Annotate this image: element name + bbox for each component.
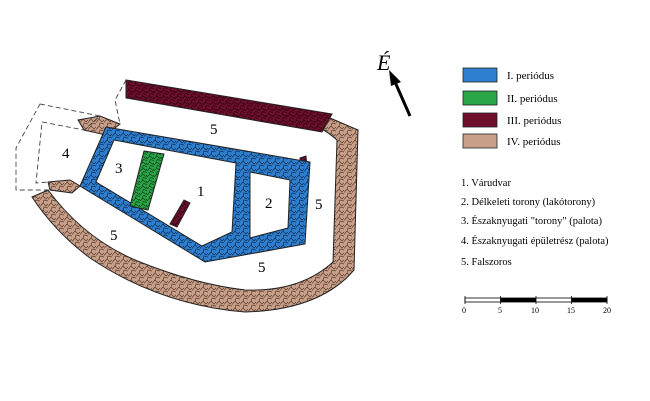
scale-bar-segment-2 (571, 298, 607, 302)
legend-label-1: I. periódus (507, 70, 554, 82)
area-label-2: 2 (265, 196, 273, 212)
legend-swatch-1 (462, 67, 498, 83)
area-label-5-north: 5 (210, 122, 218, 138)
scale-label-10: 10 (531, 306, 539, 315)
legend-swatch-4 (462, 133, 498, 149)
scale-label-0: 0 (462, 306, 466, 315)
key-item-1: 1. Várudvar (461, 178, 511, 189)
key-item-4: 4. Északnyugati épületrész (palota) (461, 235, 609, 247)
north-arrow-label: É (376, 50, 391, 75)
legend-label-2: II. periódus (507, 93, 558, 105)
outer-wall-tan (31, 117, 359, 313)
legend: I. periódus II. periódus III. periódus I… (462, 67, 561, 149)
area-label-5-south: 5 (258, 260, 266, 276)
area-label-5-southwest: 5 (110, 228, 118, 244)
north-arrow: É (376, 50, 412, 117)
scale-bar-segment-1 (500, 298, 536, 302)
key-item-2: 2. Délkeleti torony (lakótorony) (461, 197, 596, 208)
key-item-3: 3. Északnyugati "torony" (palota) (461, 215, 602, 227)
cross-wall-green (129, 150, 165, 211)
scale-label-5: 5 (498, 306, 502, 315)
dashed-outline-west (15, 103, 101, 191)
inner-wall-tan-lower (47, 179, 81, 194)
core-building-blue (79, 126, 311, 263)
north-arrow-line (393, 81, 412, 117)
area-key: 1. Várudvar 2. Délkeleti torony (lakótor… (461, 178, 609, 268)
scale-label-15: 15 (567, 306, 575, 315)
dashed-outline-north (114, 79, 127, 125)
area-label-5-east: 5 (315, 197, 323, 213)
area-label-1: 1 (197, 184, 205, 200)
legend-label-4: IV. periódus (507, 136, 561, 148)
legend-swatch-3 (462, 112, 498, 128)
scale-bar: 0 5 10 15 20 (462, 296, 611, 315)
legend-label-3: III. periódus (507, 115, 561, 127)
legend-swatch-2 (462, 90, 498, 106)
maroon-segment-center (169, 199, 191, 228)
area-label-3: 3 (115, 161, 123, 177)
key-item-5: 5. Falszoros (461, 257, 512, 268)
north-wall-maroon (125, 79, 333, 133)
north-arrow-head (389, 70, 401, 86)
scale-label-20: 20 (603, 306, 611, 315)
area-label-4: 4 (62, 146, 70, 162)
